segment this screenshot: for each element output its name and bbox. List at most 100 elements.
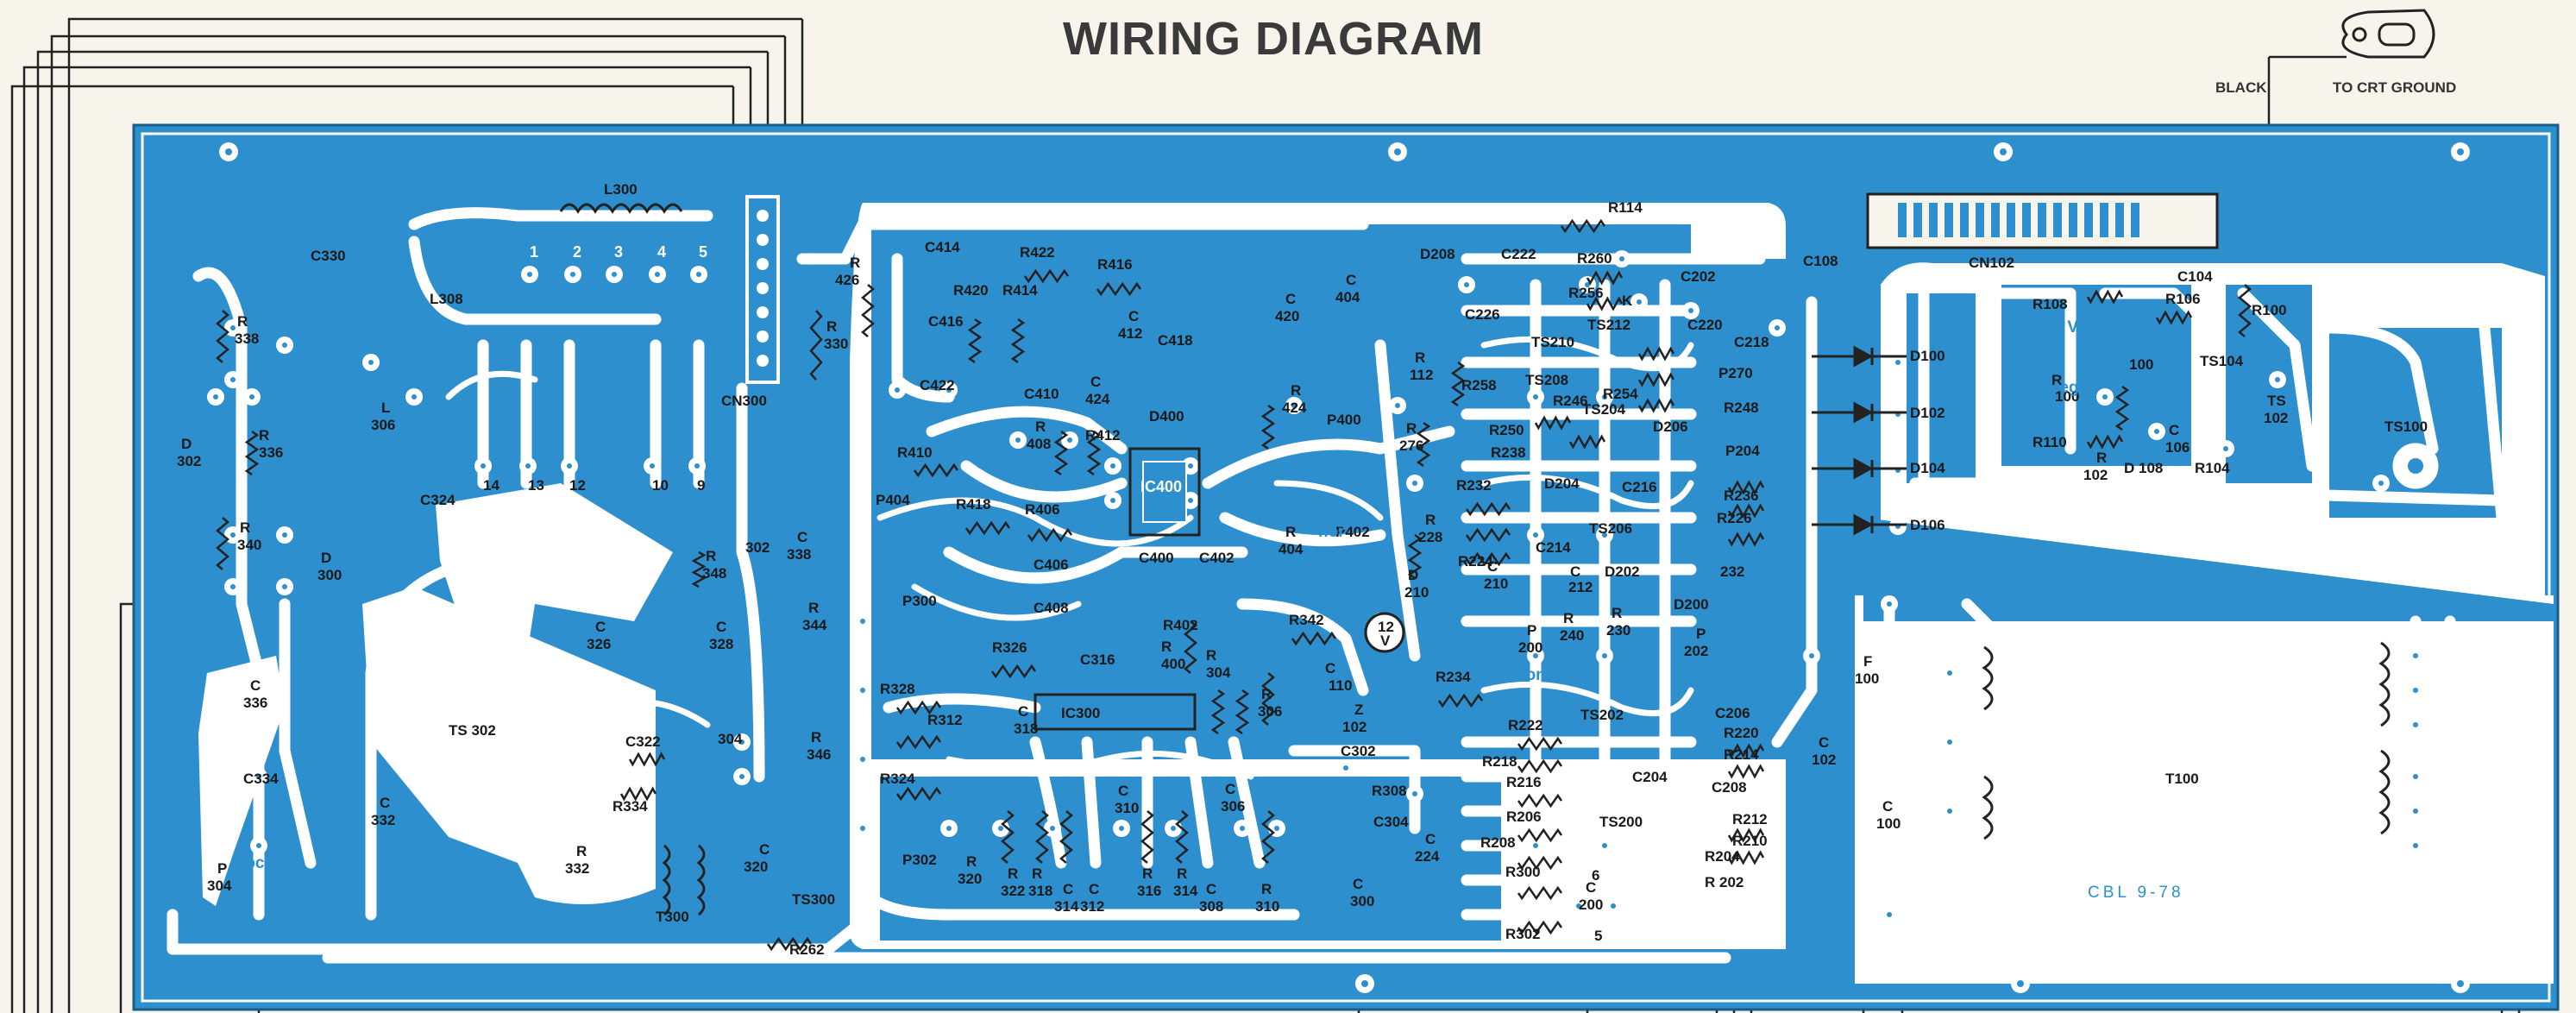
label-d104: D104 [1910, 460, 1945, 476]
cn102-label: CN102 [1969, 255, 2014, 271]
label-c328b: 328 [709, 636, 733, 652]
cn102-pin [1976, 203, 1984, 237]
resistor-symbol [1465, 501, 1511, 517]
label-c306a: C [1225, 781, 1235, 797]
resistor-symbol [1437, 693, 1484, 708]
label-c404a: C [1346, 272, 1356, 288]
label-p302: P302 [902, 852, 937, 868]
label-z102b: 102 [1342, 719, 1367, 735]
label-r104: R104 [2195, 460, 2230, 476]
label-r316b: 316 [1137, 883, 1161, 899]
resistor-symbols [216, 218, 2252, 952]
resistor-symbol [766, 936, 813, 952]
pin-13: 13 [528, 477, 544, 494]
label-c336b: 336 [243, 695, 267, 711]
resistor-symbol [628, 752, 666, 767]
label-r220: R220 [1724, 725, 1759, 741]
resistor-symbol [1023, 268, 1070, 284]
resistor-symbol [1140, 810, 1154, 864]
resistor-symbol [1534, 415, 1572, 431]
t100-transformer [1982, 641, 2391, 840]
label-c332a: C [380, 795, 390, 811]
label-c420a: C [1285, 291, 1296, 307]
label-r416: R416 [1097, 256, 1133, 273]
label-c300b: 300 [1350, 893, 1374, 909]
label-c330: C330 [311, 248, 346, 264]
resistor-symbol [1727, 503, 1765, 519]
label-c322: C322 [625, 733, 661, 750]
t300-transformer [662, 844, 706, 916]
resistor-symbol [1035, 810, 1049, 864]
label-r310b: 310 [1255, 898, 1279, 915]
cn102-connector [1866, 192, 2219, 249]
pin-14: 14 [483, 477, 499, 494]
contrast-label: contras [1517, 666, 1576, 684]
label-t300: T300 [656, 909, 689, 925]
label-c214: C214 [1536, 539, 1571, 556]
test-point-12v: 12 [1378, 619, 1394, 635]
vert-lin-label: vert [1318, 397, 1349, 415]
label-c304: C304 [1373, 814, 1409, 830]
label-c328a: C [716, 619, 726, 635]
label-r276a: R [1406, 420, 1417, 437]
label-r324: R324 [880, 771, 915, 787]
cn102-pin [1991, 203, 2000, 237]
cn102-pin [2038, 203, 2046, 237]
pin-misc-0: K [1622, 293, 1633, 309]
label-r234: R234 [1436, 669, 1471, 685]
label-p270: P270 [1718, 365, 1753, 381]
resistor-symbol [1450, 361, 1466, 407]
label-ts102b: 102 [2264, 410, 2288, 426]
resistor-symbol [1517, 855, 1563, 871]
label-c404b: 404 [1335, 289, 1360, 305]
resistor-symbol [1086, 430, 1102, 476]
cn102-pin [2007, 203, 2015, 237]
label-p200b: 200 [1518, 639, 1542, 656]
resistor-symbol [1184, 620, 1197, 674]
cn102-pin [2100, 203, 2108, 237]
label-r304a: R [1206, 647, 1216, 664]
label-ic300: IC300 [1061, 705, 1100, 721]
label-r406: R406 [1025, 501, 1060, 518]
label-d210b: 210 [1404, 584, 1429, 601]
label-l306b: 306 [371, 417, 395, 433]
label-c102b: 102 [1812, 752, 1836, 768]
label-c320b: 320 [744, 859, 768, 875]
resistor-symbol [861, 284, 875, 337]
resistor-symbol [244, 430, 260, 476]
label-c420b: 420 [1275, 308, 1299, 324]
resistor-symbol [964, 520, 1011, 536]
label-c318b: 318 [1014, 720, 1038, 737]
label-l306a: L [381, 400, 390, 416]
label-p204: P204 [1725, 443, 1760, 459]
label-c320a: C [759, 841, 770, 858]
resistor-symbol [1517, 920, 1563, 935]
cn102-pin [2022, 203, 2031, 237]
label-r424b: 424 [1282, 400, 1307, 416]
resistor-symbol [1637, 398, 1675, 413]
label-r304b: 304 [1206, 664, 1231, 681]
label-l300: L300 [604, 181, 638, 198]
phas-label: phas [920, 638, 958, 656]
label-c218: C218 [1734, 334, 1769, 350]
label-r338b: 338 [235, 330, 259, 347]
label-r412: R412 [1085, 427, 1121, 444]
label-p202a: P [1696, 626, 1706, 642]
label-r340b: 340 [237, 537, 261, 553]
label-r224: R224 [1458, 553, 1493, 569]
label-r338a: R [237, 313, 248, 330]
resistor-symbol [1096, 281, 1142, 297]
label-r422: R422 [1020, 244, 1055, 261]
label-c338a: C [797, 529, 807, 545]
resistor-symbol [691, 551, 707, 588]
label-d200: D200 [1674, 596, 1709, 613]
resistor-symbol [1235, 689, 1250, 735]
label-r250: R250 [1489, 422, 1524, 438]
label-p304b: 304 [207, 878, 232, 894]
label-c312b: 312 [1080, 898, 1104, 915]
label-c416: C416 [928, 313, 964, 330]
label-c308a: C [1206, 881, 1216, 897]
label-c408: C408 [1034, 600, 1069, 616]
label-p100a: R [2051, 372, 2062, 388]
label-r262: R262 [789, 941, 825, 958]
